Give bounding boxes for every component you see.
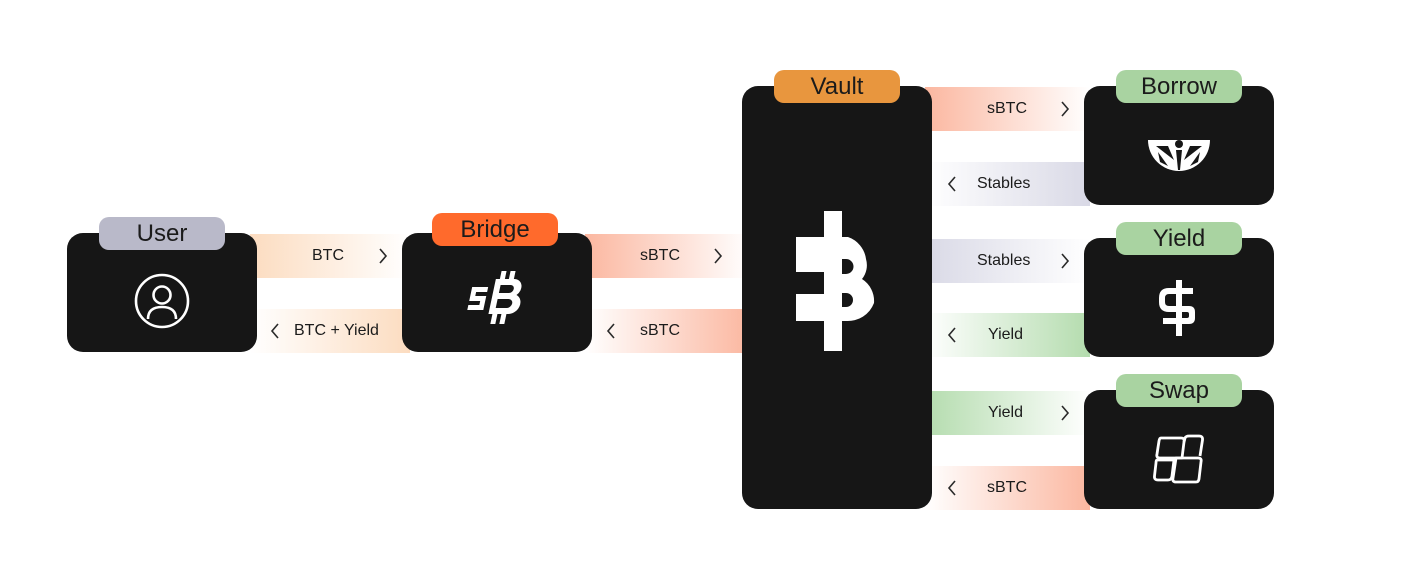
dollar-icon (1159, 280, 1195, 336)
swap-tag: Swap (1116, 374, 1242, 407)
chevron-left-icon (945, 466, 959, 510)
borrow-tag: Borrow (1116, 70, 1242, 103)
swap-node[interactable] (1084, 390, 1274, 509)
chevron-left-icon (945, 162, 959, 206)
borrow-node[interactable] (1084, 86, 1274, 205)
flow-label: sBTC (987, 479, 1027, 496)
flow-label: sBTC (640, 322, 680, 339)
user-tag: User (99, 217, 225, 250)
flow-vault-to-yield: Stables (925, 239, 1090, 283)
flow-label: Stables (977, 252, 1031, 269)
swap-tiles-icon (1153, 434, 1204, 484)
flow-label: sBTC (640, 247, 680, 264)
yield-tag: Yield (1116, 222, 1242, 255)
chevron-right-icon (376, 234, 390, 278)
chevron-left-icon (268, 309, 282, 353)
chevron-right-icon (1058, 239, 1072, 283)
bitcoin-b-icon (796, 211, 875, 351)
vault-tag: Vault (774, 70, 900, 103)
chevron-left-icon (945, 313, 959, 357)
flow-label: Yield (988, 404, 1023, 421)
sbtc-icon (467, 271, 522, 324)
flow-label: sBTC (987, 100, 1027, 117)
vault-node[interactable] (742, 86, 932, 509)
chevron-right-icon (711, 234, 725, 278)
user-node[interactable] (67, 233, 257, 352)
flow-yield-to-vault: Yield (925, 313, 1090, 357)
flow-label: Stables (977, 175, 1031, 192)
user-icon (134, 273, 190, 329)
flow-label: Yield (988, 326, 1023, 343)
chevron-right-icon (1058, 391, 1072, 435)
citrus-slice-icon (1148, 140, 1210, 171)
flow-user-to-bridge: BTC (250, 234, 410, 278)
flow-label: BTC (312, 247, 344, 264)
flow-bridge-to-vault: sBTC (585, 234, 750, 278)
bridge-tag: Bridge (432, 213, 558, 246)
chevron-right-icon (1058, 87, 1072, 131)
flow-vault-to-bridge: sBTC (585, 309, 750, 353)
flow-vault-to-borrow: sBTC (925, 87, 1090, 131)
flow-swap-to-vault: sBTC (925, 466, 1090, 510)
flow-vault-to-swap: Yield (925, 391, 1090, 435)
flow-label: BTC + Yield (294, 322, 379, 339)
yield-node[interactable] (1084, 238, 1274, 357)
chevron-left-icon (604, 309, 618, 353)
bridge-node[interactable] (402, 233, 592, 352)
flow-bridge-to-user: BTC + Yield (250, 309, 410, 353)
flow-borrow-to-vault: Stables (925, 162, 1090, 206)
